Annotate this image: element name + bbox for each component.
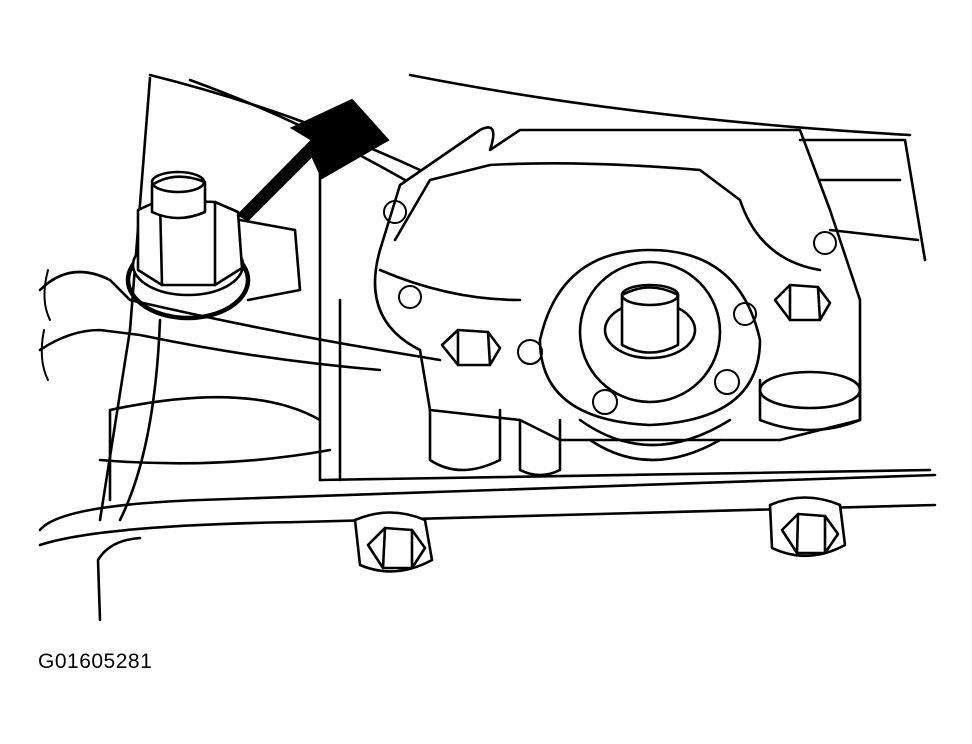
hex-bolt-left <box>440 328 502 367</box>
mounting-holes <box>383 200 837 415</box>
housing-contours <box>98 73 912 522</box>
pan-bolt-right <box>768 496 847 558</box>
pointer-arrow-icon <box>236 98 390 222</box>
pan-bolts <box>353 496 847 573</box>
plate-bolts <box>440 283 832 367</box>
indicated-bolt <box>125 170 251 321</box>
oil-pan <box>38 468 937 622</box>
valve-bores <box>428 370 862 477</box>
linkage-arm <box>38 218 442 381</box>
valve-cover-plate <box>373 126 927 442</box>
figure-code: G01605281 <box>38 650 153 673</box>
pan-bolt-left <box>353 511 434 573</box>
hex-bolt-right <box>773 283 832 322</box>
center-hub <box>538 248 762 462</box>
